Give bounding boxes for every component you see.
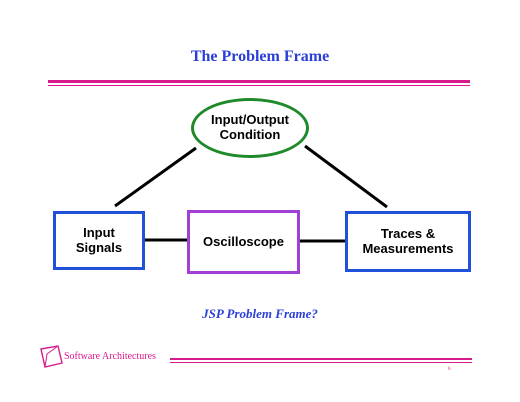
requirement-ellipse-input-output-condition: Input/Output Condition [191, 98, 309, 158]
domain-box-traces-measurements: Traces & Measurements [345, 211, 471, 272]
link-condition-to-output [304, 144, 388, 209]
footer-logo-text: Software Architectures [64, 351, 156, 362]
link-condition-to-input [114, 146, 197, 208]
output-label-line-2: Measurements [362, 240, 454, 256]
requirement-label-line-2: Condition [219, 127, 281, 142]
jsp-problem-frame-caption: JSP Problem Frame? [202, 306, 318, 321]
output-label-line-1: Traces & [380, 225, 436, 241]
domain-box-input-signals: Input Signals [53, 211, 145, 270]
machine-label: Oscilloscope [203, 233, 284, 249]
machine-box-oscilloscope: Oscilloscope [187, 210, 300, 274]
page-number: 6 [448, 367, 451, 372]
input-label-line-1: Input [83, 224, 115, 240]
footer-rule-thick [170, 358, 472, 360]
slide-title: The Problem Frame [190, 48, 330, 65]
title-underline-thin [48, 85, 470, 86]
footer-rule-thin [170, 362, 472, 363]
requirement-label-line-1: Input/Output [211, 112, 289, 128]
software-architectures-logo-icon [40, 345, 63, 368]
title-underline-thick [48, 80, 470, 83]
input-label-line-2: Signals [75, 239, 123, 255]
